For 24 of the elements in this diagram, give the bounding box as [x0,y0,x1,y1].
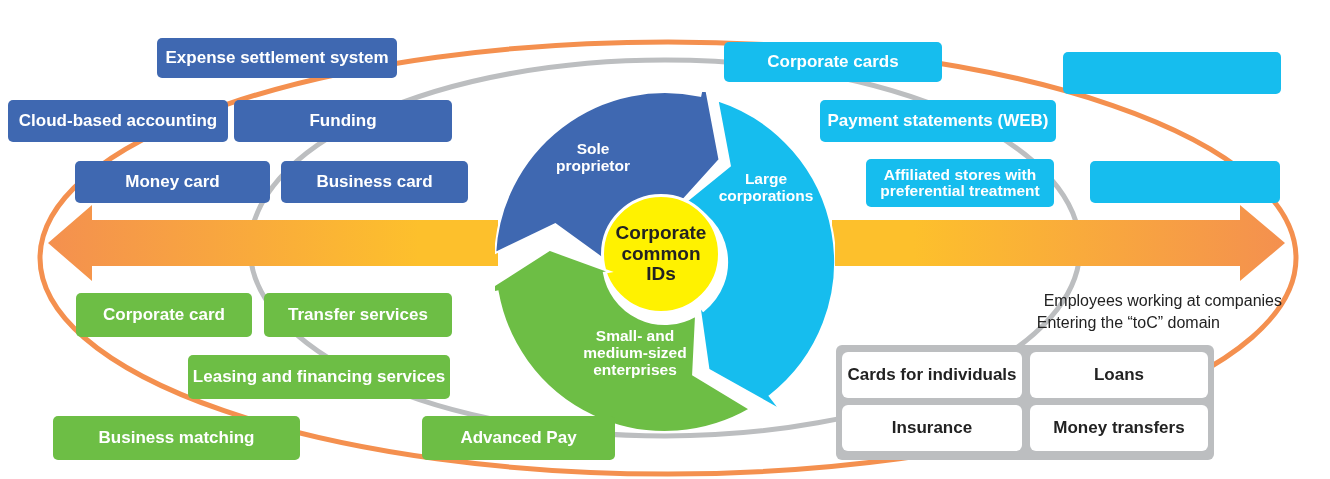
label-box: Affiliated stores with preferential treatment [866,159,1054,207]
service-tile: Loans [1030,352,1208,398]
empty-box [1063,52,1281,94]
service-tile: Insurance [842,405,1022,451]
label-box: Money card [75,161,270,203]
label-box: Business card [281,161,468,203]
label-box: Payment statements (WEB) [820,100,1056,142]
service-tile: Cards for individuals [842,352,1022,398]
label-box: Leasing and financing services [188,355,450,399]
segment-label: Large corporations [718,170,814,205]
label-box: Transfer services [264,293,452,337]
caption-text: Entering the “toC” domain [1036,314,1220,332]
label-box: Business matching [53,416,300,460]
segment-label: Small- and medium-sized enterprises [582,327,688,379]
empty-box [1090,161,1280,203]
label-box: Expense settlement system [157,38,397,78]
label-box: Advanced Pay [422,416,615,460]
label-box: Funding [234,100,452,142]
service-tile: Money transfers [1030,405,1208,451]
label-box: Corporate cards [724,42,942,82]
label-box: Corporate card [76,293,252,337]
label-box: Cloud-based accounting [8,100,228,142]
caption-text: Employees working at companies [1043,292,1282,310]
segment-label: Sole proprietor [554,140,632,175]
